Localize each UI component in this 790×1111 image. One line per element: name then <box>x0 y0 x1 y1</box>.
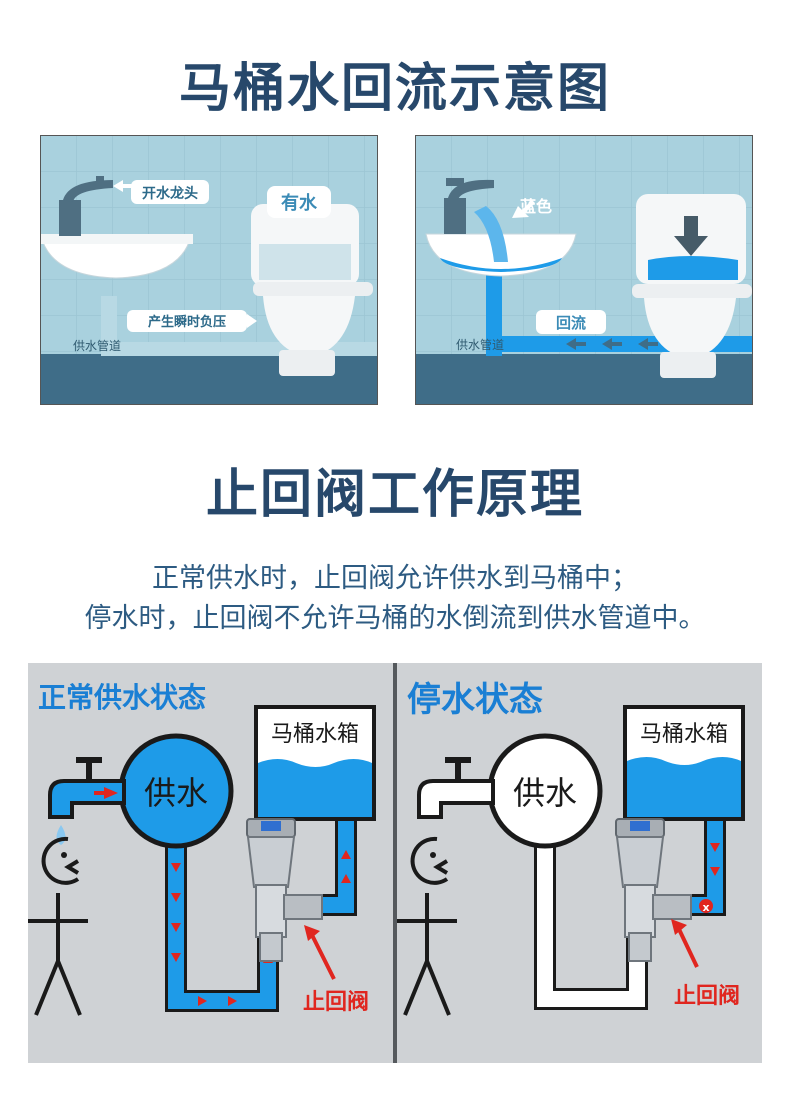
tank-water-label: 有水 <box>267 186 331 218</box>
description-line-1: 正常供水时，止回阀允许供水到马桶中； <box>152 563 638 594</box>
stick-person-icon <box>28 836 88 1016</box>
valve-label: 止回阀 <box>674 984 740 1009</box>
pressure-label: 产生瞬时负压 <box>148 314 226 330</box>
toilet-icon <box>632 194 752 378</box>
down-arrow-icon <box>674 216 708 256</box>
blocked-mark: x <box>702 901 709 914</box>
water-stream <box>474 206 508 262</box>
normal-supply-illustration: 正常供水状态 马桶水箱 供水 <box>28 681 376 1016</box>
scene-backflow-illustration: 蓝色 回流 供水管道 <box>416 136 752 404</box>
tank-water <box>258 759 372 817</box>
tank-label: 马桶水箱 <box>640 722 728 747</box>
faucet-icon <box>59 176 113 236</box>
supply-pipe-label: 供水管道 <box>73 338 121 353</box>
tank-label: 马桶水箱 <box>271 722 359 747</box>
valve-label: 止回阀 <box>303 990 369 1015</box>
tank-water <box>648 256 738 280</box>
normal-supply-heading: 正常供水状态 <box>38 681 206 714</box>
tank-pipe <box>687 813 723 913</box>
faucet-label: 开水龙头 <box>142 185 198 202</box>
svg-text:有水: 有水 <box>281 192 318 214</box>
faucet-icon <box>417 757 495 819</box>
backflow-arrow-icons <box>710 843 720 876</box>
supply-stopped-heading: 停水状态 <box>407 680 543 720</box>
supply-pipe <box>101 342 377 356</box>
sink-water <box>440 258 562 272</box>
backflow-label: 回流 <box>556 314 586 332</box>
faucet-icon <box>48 757 126 819</box>
pressure-label-callout: 产生瞬时负压 <box>127 310 257 332</box>
backflow-diagram-title: 马桶水回流示意图 <box>178 59 611 119</box>
supply-label: 供水 <box>144 774 208 812</box>
backflow-arrow-icons <box>566 338 658 350</box>
supply-stopped-illustration: 停水状态 x 马桶水箱 供水 <box>397 680 745 1016</box>
blue-color-label: 蓝色 <box>520 197 552 216</box>
toilet-icon <box>251 204 373 376</box>
valve-pointer-arrow <box>308 930 336 980</box>
panel-divider <box>393 663 397 1063</box>
backflow-label-callout: 回流 <box>536 310 606 334</box>
tank-flow-arrow-icons <box>341 850 351 883</box>
sink-basin <box>41 235 192 279</box>
stick-person-icon <box>397 836 457 1016</box>
check-valve-icon <box>246 818 323 962</box>
tank-water <box>627 757 741 817</box>
supply-pipe-label: 供水管道 <box>456 337 504 352</box>
panel-supply-stopped: 停水状态 x 马桶水箱 供水 <box>397 663 762 1063</box>
scene-open-faucet: 开水龙头 有水 产生瞬时负压 供水管道 <box>40 135 378 405</box>
faucet-icon <box>444 178 494 234</box>
panel-normal-supply: 正常供水状态 马桶水箱 供水 <box>28 663 393 1063</box>
faucet-label-callout: 开水龙头 <box>113 180 209 204</box>
check-valve-icon <box>615 818 692 962</box>
description-line-2: 停水时，止回阀不允许马桶的水倒流到供水管道中。 <box>84 603 706 634</box>
supply-label: 供水 <box>513 774 577 812</box>
check-valve-principle-title: 止回阀工作原理 <box>205 465 584 525</box>
tank-pipe <box>318 813 354 913</box>
valve-pointer-arrow <box>675 924 699 968</box>
scene-backflow: 蓝色 回流 供水管道 <box>415 135 753 405</box>
scene-open-faucet-illustration: 开水龙头 有水 产生瞬时负压 供水管道 <box>41 136 377 404</box>
